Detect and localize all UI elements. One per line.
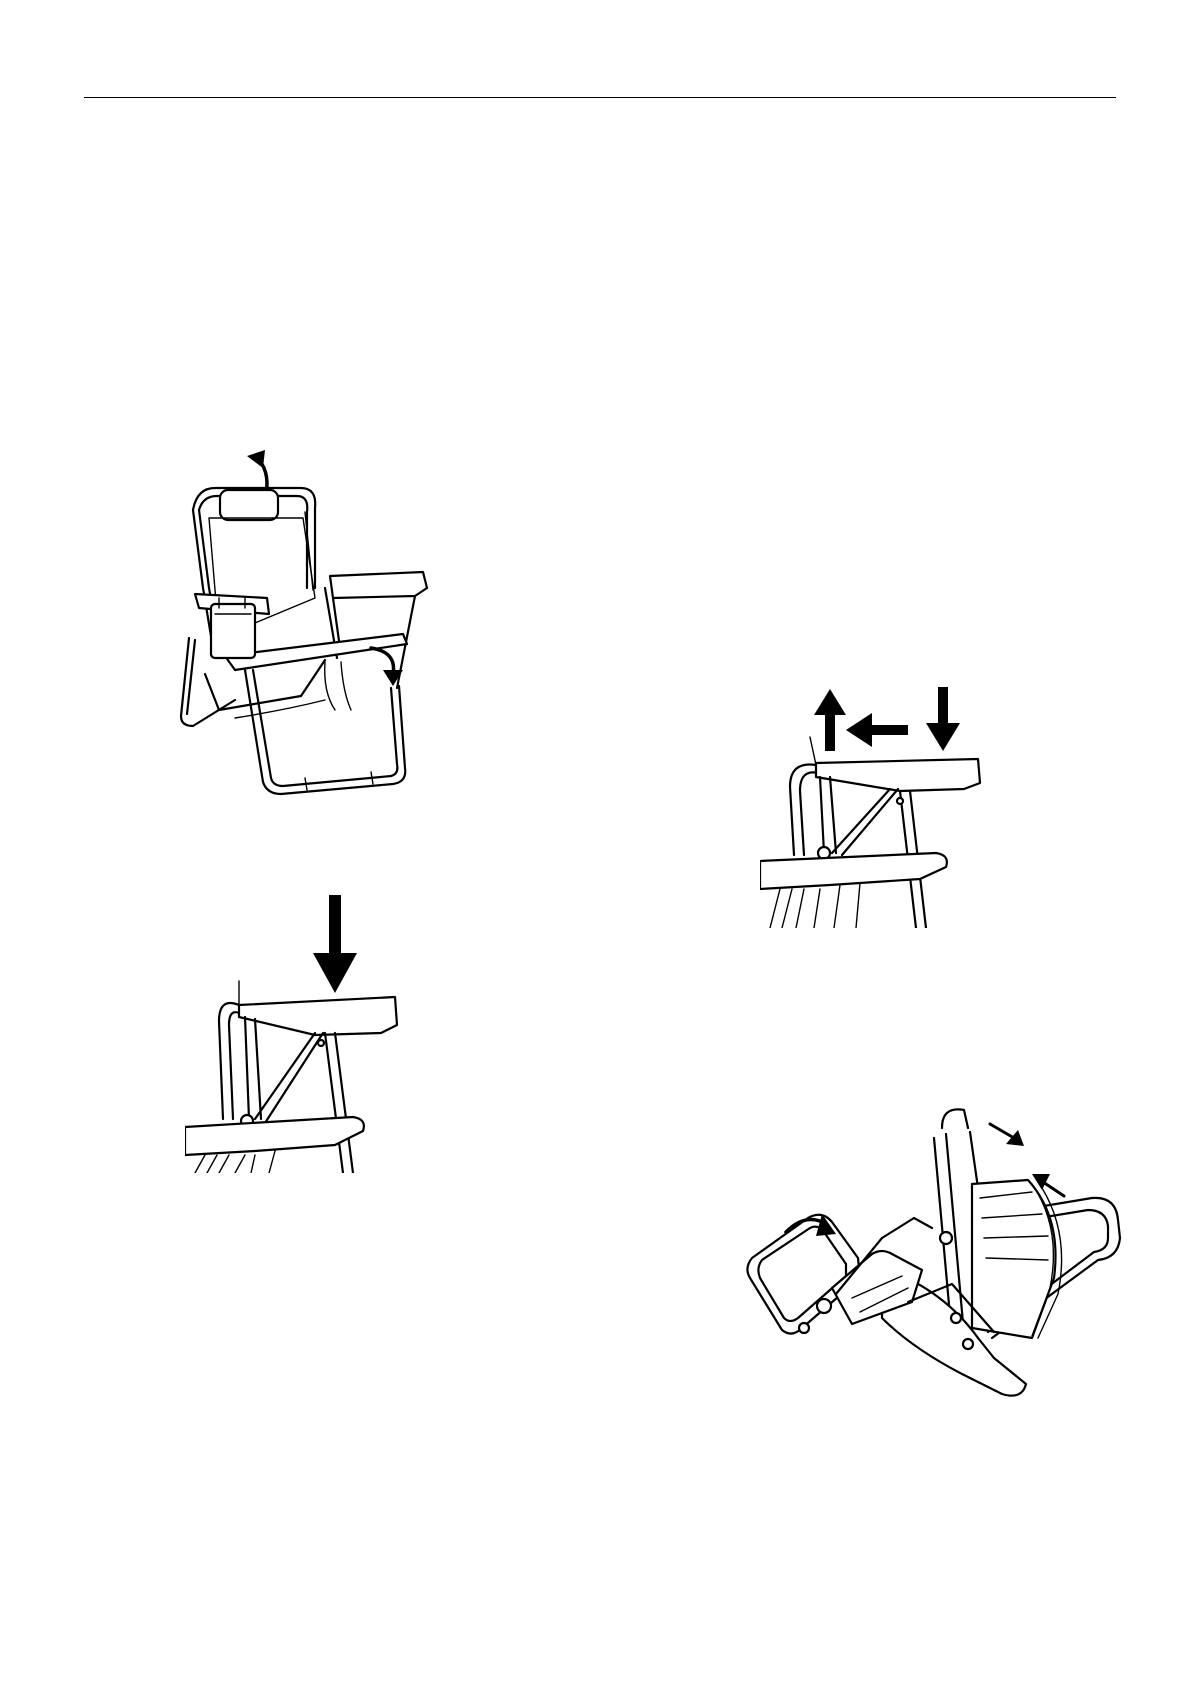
headrest-pillow [220, 490, 278, 520]
armrest-release-illustration [760, 683, 1000, 928]
header-rule [84, 97, 1116, 98]
left-arrow-icon [846, 713, 908, 747]
open-chair-illustration [175, 448, 465, 808]
armrest-press-illustration [185, 893, 430, 1173]
figure-fold-chair [732, 1088, 1142, 1428]
down-arrow-icon [926, 687, 960, 751]
figure-armrest-press [185, 893, 430, 1173]
figure-armrest-release [760, 683, 1000, 928]
figure-open-chair [175, 448, 465, 808]
armrest-pad [239, 997, 397, 1035]
up-arrow-icon [814, 689, 846, 751]
down-arrow-icon [313, 895, 357, 993]
armrest-pad [816, 759, 980, 791]
right-armrest [330, 572, 427, 598]
fold-chair-illustration [732, 1088, 1142, 1428]
cup-holder-pouch [211, 604, 255, 658]
